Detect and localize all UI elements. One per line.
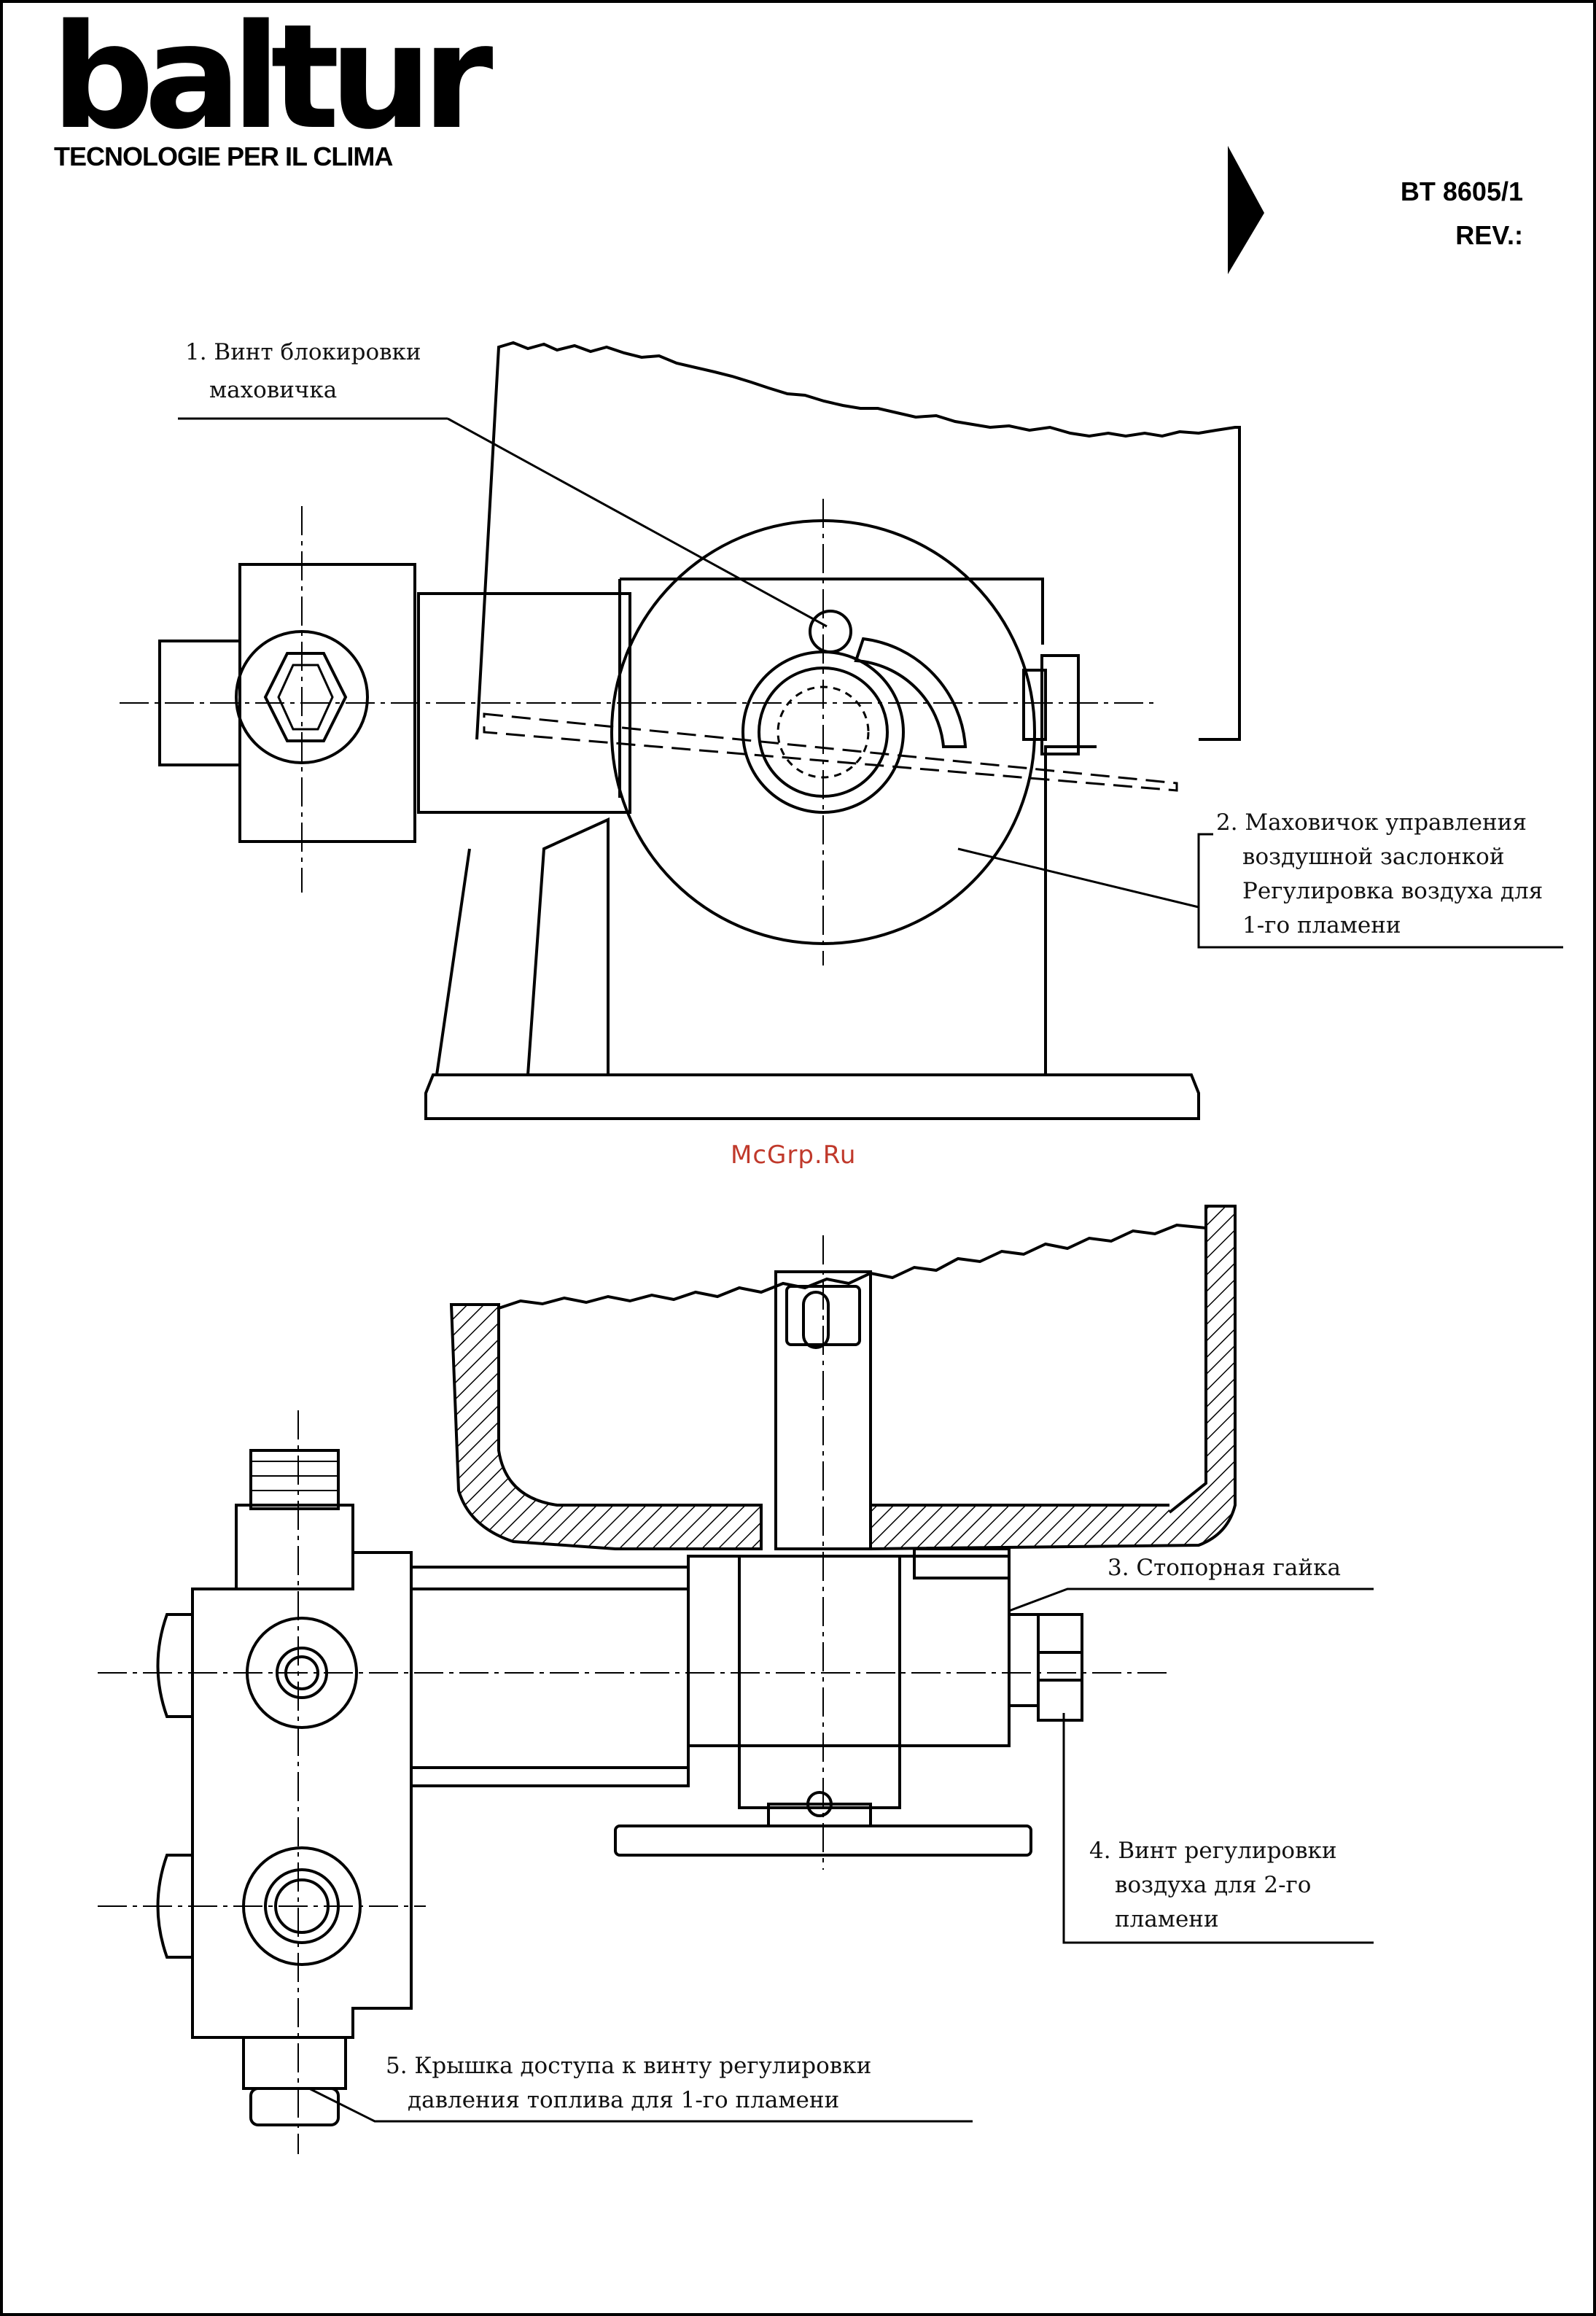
revision-label: REV.:	[1455, 220, 1523, 250]
callout-2-line-4: 1-го пламени	[1242, 912, 1401, 939]
callout-1-line-2: маховичка	[209, 377, 338, 403]
technical-drawing	[98, 146, 1563, 2154]
callout-1-line-1: 1. Винт блокировки	[185, 339, 421, 365]
document-number: BT 8605/1	[1400, 176, 1523, 206]
callout-3-line-1: 3. Стопорная гайка	[1108, 1555, 1341, 1581]
callout-2-line-1: 2. Маховичок управления	[1216, 809, 1527, 836]
brand-logo: baltur	[51, 0, 493, 161]
watermark-text: McGrp.Ru	[731, 1140, 857, 1170]
callout-4-line-2: воздуха для 2-го	[1115, 1872, 1312, 1898]
top-housing-outline	[475, 341, 1241, 741]
bottom-view-drawing	[98, 1205, 1374, 2154]
callout-4-line-3: пламени	[1115, 1906, 1219, 1932]
callout-2-line-2: воздушной заслонкой	[1242, 844, 1505, 870]
callout-5-line-1: 5. Крышка доступа к винту регулировки	[386, 2053, 872, 2079]
brand-tagline: TECNOLOGIE PER IL CLIMA	[54, 141, 393, 171]
top-view-drawing	[120, 341, 1563, 1120]
callout-4-line-1: 4. Винт регулировки	[1089, 1838, 1337, 1864]
callout-2-line-3: Регулировка воздуха для	[1242, 878, 1544, 904]
header-arrow-icon	[1228, 146, 1264, 274]
callout-5-line-2: давления топлива для 1-го пламени	[408, 2087, 840, 2113]
